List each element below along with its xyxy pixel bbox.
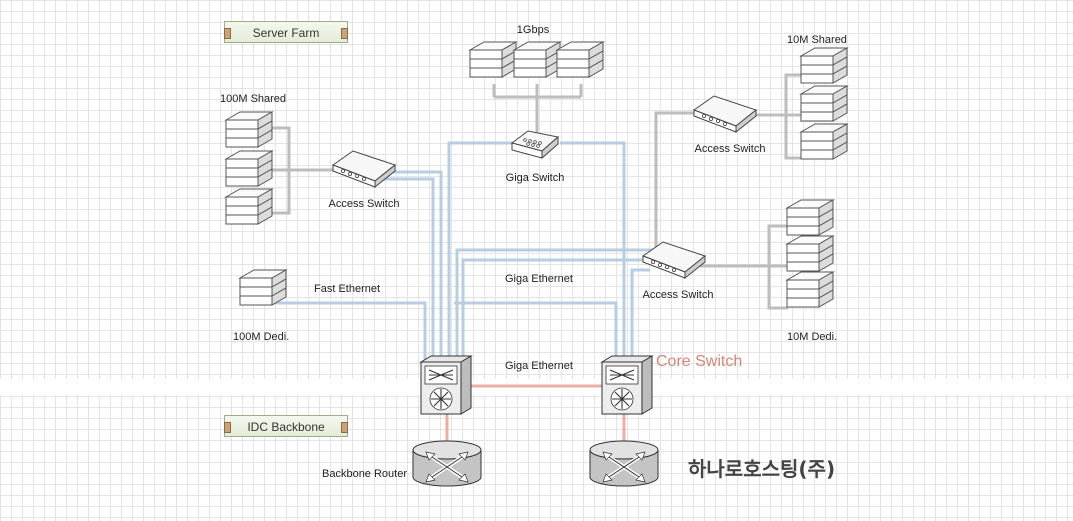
access-left-link-1: [382, 170, 443, 362]
server-group-10m-shared: [800, 47, 848, 160]
server-icon: [225, 111, 273, 148]
access-switch-icon: [332, 150, 396, 188]
gbps-group-label: 1Gbps: [516, 24, 550, 36]
giga-switch-icon: [511, 130, 559, 159]
access-switch-left-label: Access Switch: [328, 198, 400, 210]
giga-switch-label: Giga Switch: [505, 172, 565, 184]
server-icon: [513, 41, 561, 78]
server-icon: [225, 150, 273, 187]
server-icon: [800, 85, 848, 122]
giga-ethernet-upper-label: Giga Ethernet: [505, 273, 573, 285]
company-name: 하나로호스팅(주): [688, 457, 836, 481]
giga-ethernet-cross-3: [454, 301, 618, 362]
access-switch-right-mid-label: Access Switch: [642, 289, 714, 301]
access-switch-icon: [693, 95, 757, 133]
server-icon: [469, 41, 517, 78]
server-group-10m-dedi: [786, 199, 834, 308]
server-icon: [556, 41, 604, 78]
server-icon: [239, 269, 287, 306]
core-switch-label: Core Switch: [656, 353, 743, 370]
access-top-to-mid: [654, 111, 697, 260]
giga-ethernet-core-label: Giga Ethernet: [505, 360, 573, 372]
giga-ethernet-cross-1: [461, 258, 645, 362]
server-icon: [800, 47, 848, 84]
idc-backbone-tag: IDC Backbone: [224, 415, 348, 437]
server-icon: [786, 199, 834, 236]
shared-10m-group-label: 10M Shared: [787, 34, 847, 46]
access-left-link-2: [382, 177, 435, 362]
server-icon: [225, 188, 273, 225]
giga-switch-right-link: [560, 141, 626, 362]
blue-links: [271, 141, 656, 362]
server-group-100m-shared: [225, 111, 273, 225]
core-switch-icon: [601, 355, 653, 415]
dedi-100m-group-label: 100M Dedi.: [233, 331, 290, 343]
giga-switch-left-link: [447, 141, 514, 362]
giga-ethernet-cross-2: [455, 248, 656, 362]
server-icon: [786, 271, 834, 308]
fast-ethernet-link: [271, 301, 427, 362]
server-farm-tag: Server Farm: [224, 21, 348, 43]
red-links: [445, 384, 626, 442]
dedi-10m-group-label: 10M Dedi.: [787, 331, 838, 343]
access-switch-right-top-label: Access Switch: [694, 143, 766, 155]
gbps-drops: [492, 84, 583, 97]
gray-links: [271, 73, 802, 310]
shared-100m-group-label: 100M Shared: [220, 93, 287, 105]
backbone-router-label: Backbone Router: [322, 468, 407, 480]
access-switch-icon: [642, 241, 706, 279]
backbone-router-icon: [411, 439, 483, 488]
server-group-gbps: [469, 41, 604, 78]
server-icon: [786, 235, 834, 272]
access-mid-core-link: [630, 268, 650, 362]
fast-ethernet-label: Fast Ethernet: [314, 283, 381, 295]
core-switch-icon: [420, 355, 472, 415]
server-icon: [800, 123, 848, 160]
backbone-router-icon: [588, 439, 660, 488]
